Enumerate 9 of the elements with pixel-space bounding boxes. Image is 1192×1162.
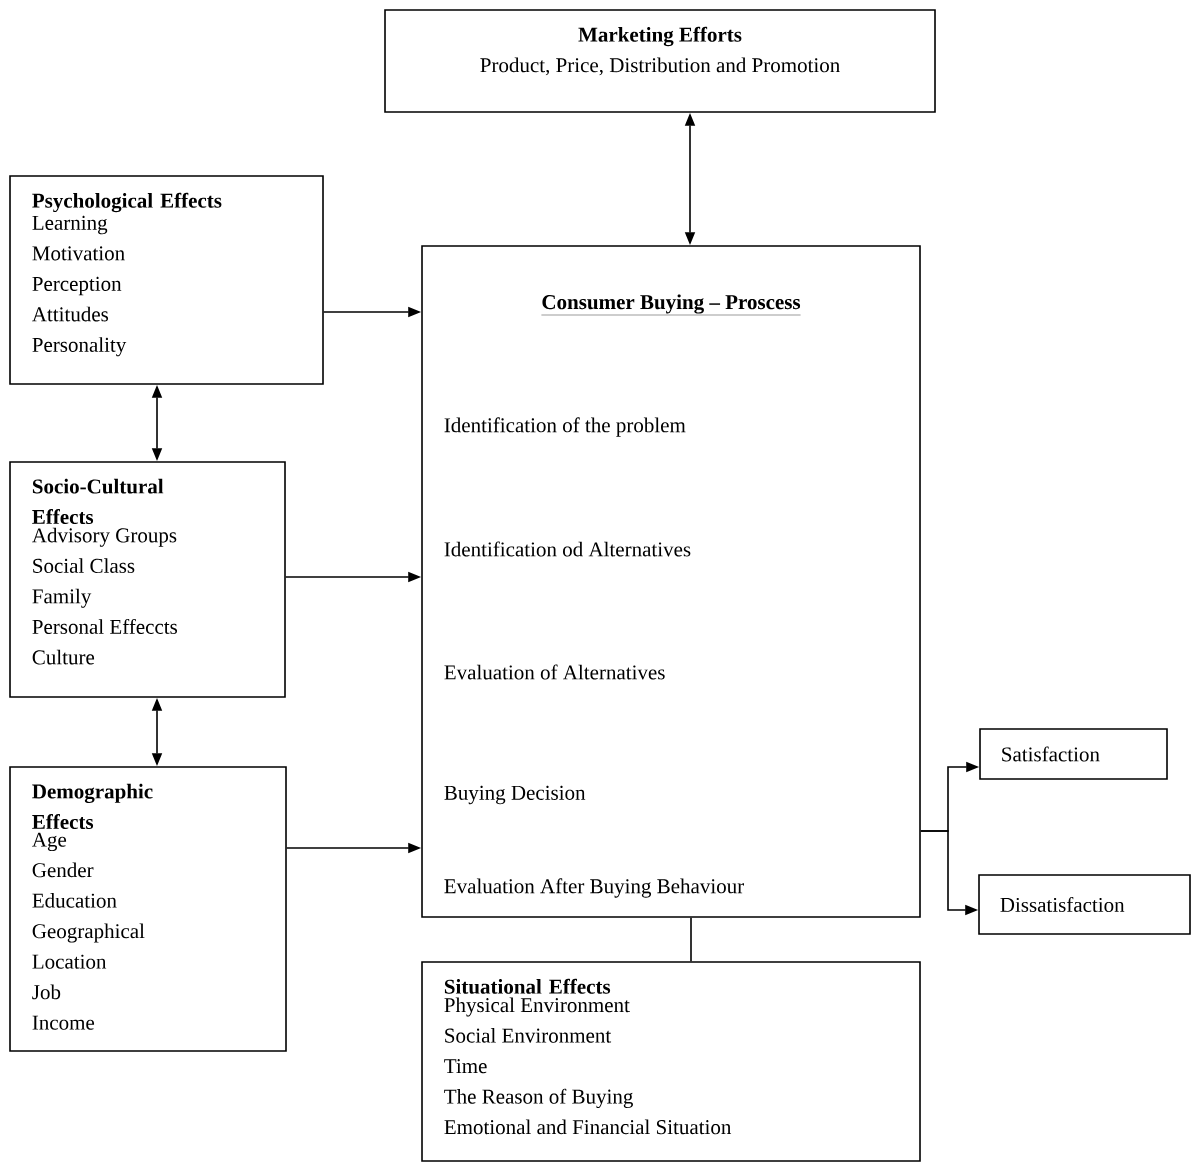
effects-box: Psychological Effects Learning Motivation Perception Attitudes Personality [9, 175, 324, 385]
connector-line [690, 917, 692, 962]
outcome-box: Dissatisfaction [978, 874, 1191, 935]
effects-box: Situational Effects Physical Environment Social Environment Time The Reason of Buying Emotional and Financial Situation [421, 961, 921, 1162]
marketing-box: Marketing Efforts Product, Price, Distribution and Promotion [384, 9, 936, 113]
effects-box: Socio-Cultural Effects Advisory Groups Social Class Family Personal Effeccts Culture [9, 461, 286, 698]
outcome-box: Satisfaction [979, 728, 1168, 780]
effects-box: Demographic Effects Age Gender Education Geographical Location Job Income [9, 766, 287, 1052]
process-box: Consumer Buying – Proscess Identification of the problem Identification od Alternatives Evaluation of Alternatives Buying Decision Evaluation After Buying Behaviour [421, 245, 921, 918]
